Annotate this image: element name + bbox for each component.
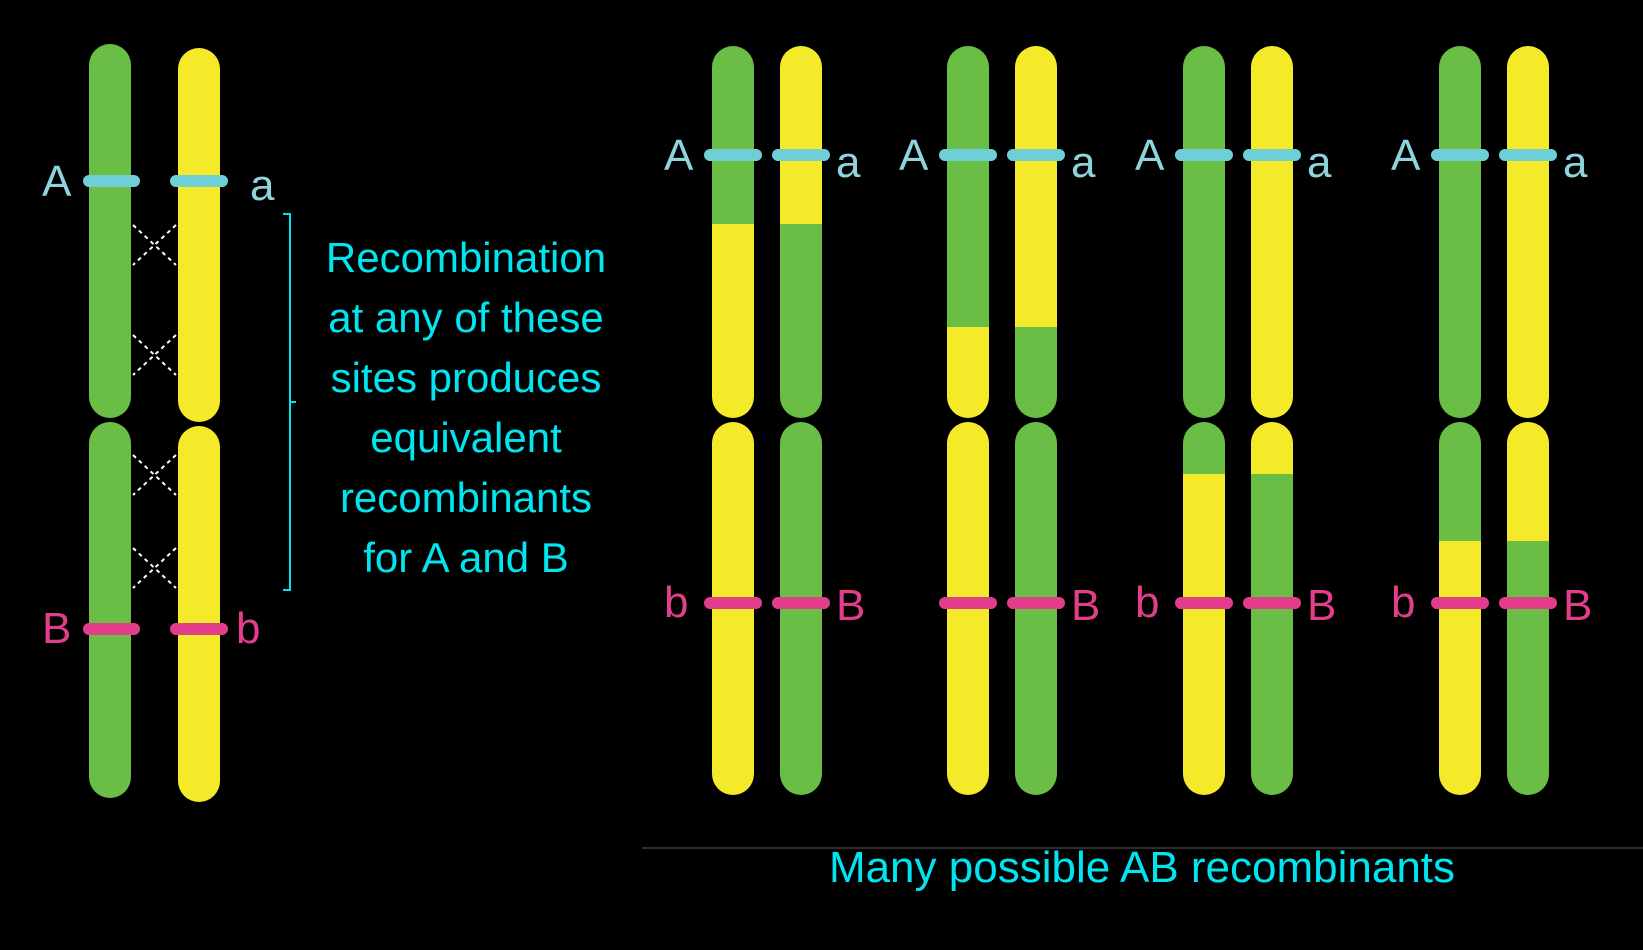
segment-top — [780, 46, 822, 224]
parental-yellow-upper-arm — [178, 48, 220, 422]
label-A: A — [664, 131, 694, 180]
label-a: a — [836, 138, 861, 187]
note-line: equivalent — [306, 408, 626, 468]
segment-top — [1015, 46, 1057, 327]
parental-yellow-lower-arm — [178, 426, 220, 802]
label-B: B — [1563, 581, 1592, 630]
note-line: at any of these — [306, 288, 626, 348]
segment-bottom — [1439, 541, 1481, 795]
note-line: Recombination — [306, 228, 626, 288]
note-line: for A and B — [306, 528, 626, 588]
segment-bottom — [947, 327, 989, 795]
recombination-note: Recombination at any of these sites prod… — [306, 228, 626, 588]
label-b: b — [1135, 578, 1159, 627]
parental-label-a: a — [250, 161, 275, 210]
label-A: A — [1391, 131, 1421, 180]
label-B: B — [836, 581, 865, 630]
parental-label-B: B — [42, 604, 71, 653]
label-B: B — [1307, 581, 1336, 630]
label-a: a — [1071, 138, 1096, 187]
segment-bottom — [712, 224, 754, 795]
footer-caption: Many possible AB recombinants — [642, 843, 1642, 893]
segment-top — [947, 46, 989, 327]
label-a: a — [1563, 138, 1588, 187]
parental-label-b: b — [236, 604, 260, 653]
note-line: sites produces — [306, 348, 626, 408]
segment-top — [1183, 46, 1225, 474]
segment-bottom — [780, 224, 822, 795]
segment-bottom — [1251, 474, 1293, 795]
label-B: B — [1071, 581, 1100, 630]
segment-bottom — [1507, 541, 1549, 795]
parental-green-lower-arm — [89, 422, 131, 798]
note-line: recombinants — [306, 468, 626, 528]
segment-bottom — [1015, 327, 1057, 795]
parental-label-A: A — [42, 157, 72, 206]
segment-top — [1439, 46, 1481, 541]
segment-bottom — [1183, 474, 1225, 795]
parental-green-upper-arm — [89, 44, 131, 418]
segment-top — [712, 46, 754, 224]
label-A: A — [1135, 131, 1165, 180]
label-A: A — [899, 131, 929, 180]
label-b: b — [664, 578, 688, 627]
label-a: a — [1307, 138, 1332, 187]
label-b: b — [1391, 578, 1415, 627]
segment-top — [1251, 46, 1293, 474]
segment-top — [1507, 46, 1549, 541]
